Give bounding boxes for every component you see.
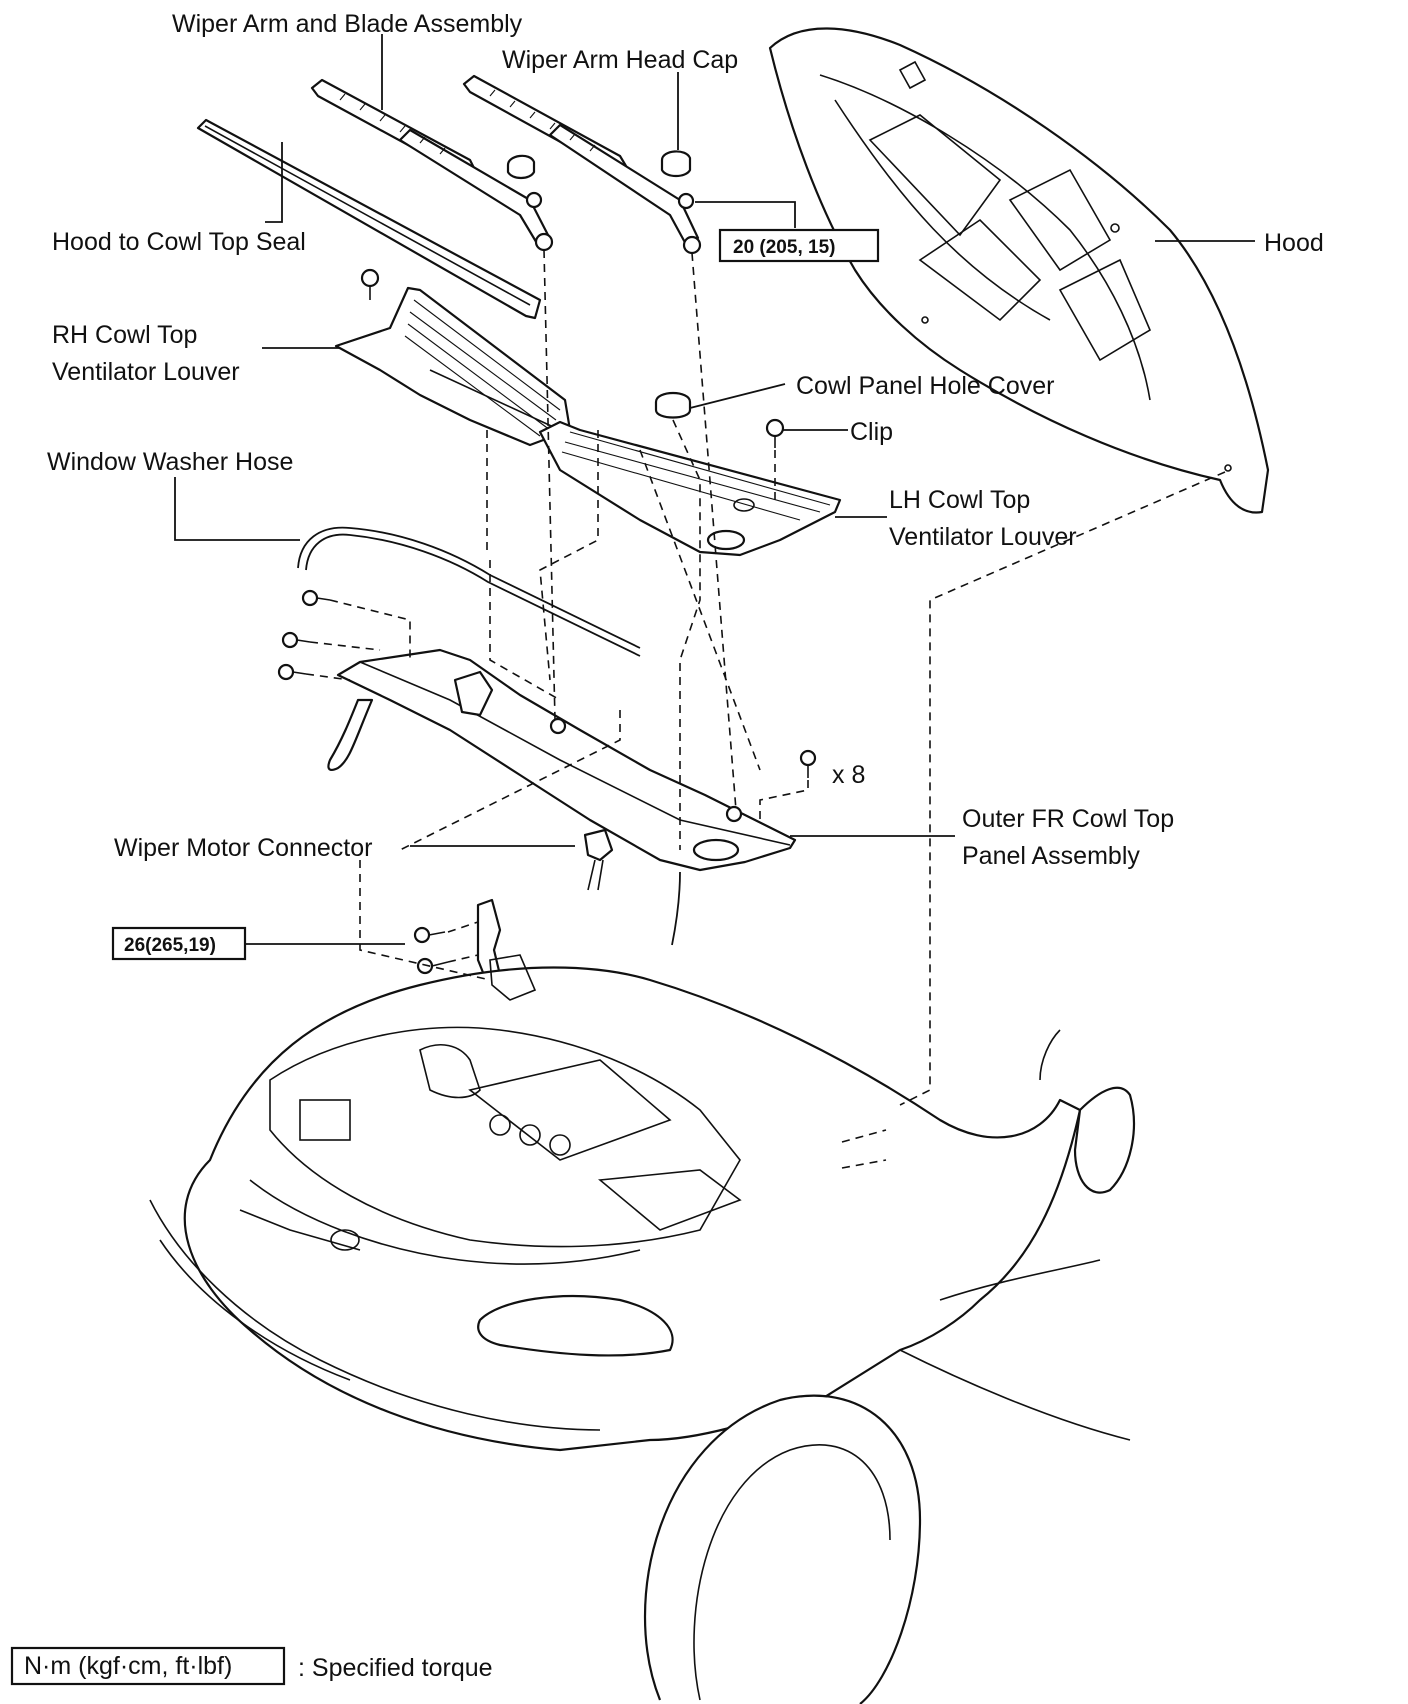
- label-wiper-connector: Wiper Motor Connector: [114, 834, 372, 862]
- legend-text: : Specified torque: [298, 1654, 493, 1682]
- legend: N·m (kgf·cm, ft·lbf) : Specified torque: [10, 1646, 493, 1686]
- head-cap-left: [660, 150, 692, 178]
- label-wiper-arm-blade: Wiper Arm and Blade Assembly: [172, 10, 523, 38]
- nut-left: [677, 192, 695, 210]
- washer-hose-part: [297, 526, 641, 649]
- vehicle-body: [149, 954, 1136, 1704]
- wiper-motor-connector-part: [583, 828, 614, 862]
- label-clip: Clip: [850, 418, 893, 446]
- label-rh-louver-2: Ventilator Louver: [52, 358, 240, 386]
- outer-cowl-panel-part: [327, 648, 797, 946]
- label-hood-seal: Hood to Cowl Top Seal: [52, 228, 306, 256]
- torque-motor-bolt: 26(265,19): [124, 935, 216, 956]
- cowl-hole-cover-part: [654, 391, 692, 419]
- label-washer-hose: Window Washer Hose: [47, 448, 293, 476]
- leader-lines: [174, 34, 1255, 945]
- label-lh-louver-2: Ventilator Louver: [889, 523, 1077, 551]
- legend-unit: N·m (kgf·cm, ft·lbf): [24, 1652, 232, 1680]
- label-cowl-hole-cover: Cowl Panel Hole Cover: [796, 372, 1054, 400]
- label-outer-panel-2: Panel Assembly: [962, 842, 1140, 870]
- panel-bolts: [277, 589, 817, 778]
- label-outer-panel-1: Outer FR Cowl Top: [962, 805, 1174, 833]
- label-rh-louver-1: RH Cowl Top: [52, 321, 197, 349]
- label-wiper-head-cap: Wiper Arm Head Cap: [502, 46, 738, 74]
- lh-louver-part: [538, 418, 842, 557]
- hood-part: [768, 27, 1270, 514]
- label-hood: Hood: [1264, 229, 1324, 257]
- label-bolt-qty: x 8: [832, 761, 865, 789]
- torque-box-motor-bolt: 26(265,19): [111, 926, 247, 961]
- head-cap-right: [506, 154, 536, 180]
- torque-box-wiper-nut: 20 (205, 15): [718, 228, 880, 263]
- torque-wiper-nut: 20 (205, 15): [733, 237, 835, 258]
- assembly-lines: [305, 249, 1226, 1169]
- nut-right: [525, 191, 543, 209]
- label-lh-louver-1: LH Cowl Top: [889, 486, 1030, 514]
